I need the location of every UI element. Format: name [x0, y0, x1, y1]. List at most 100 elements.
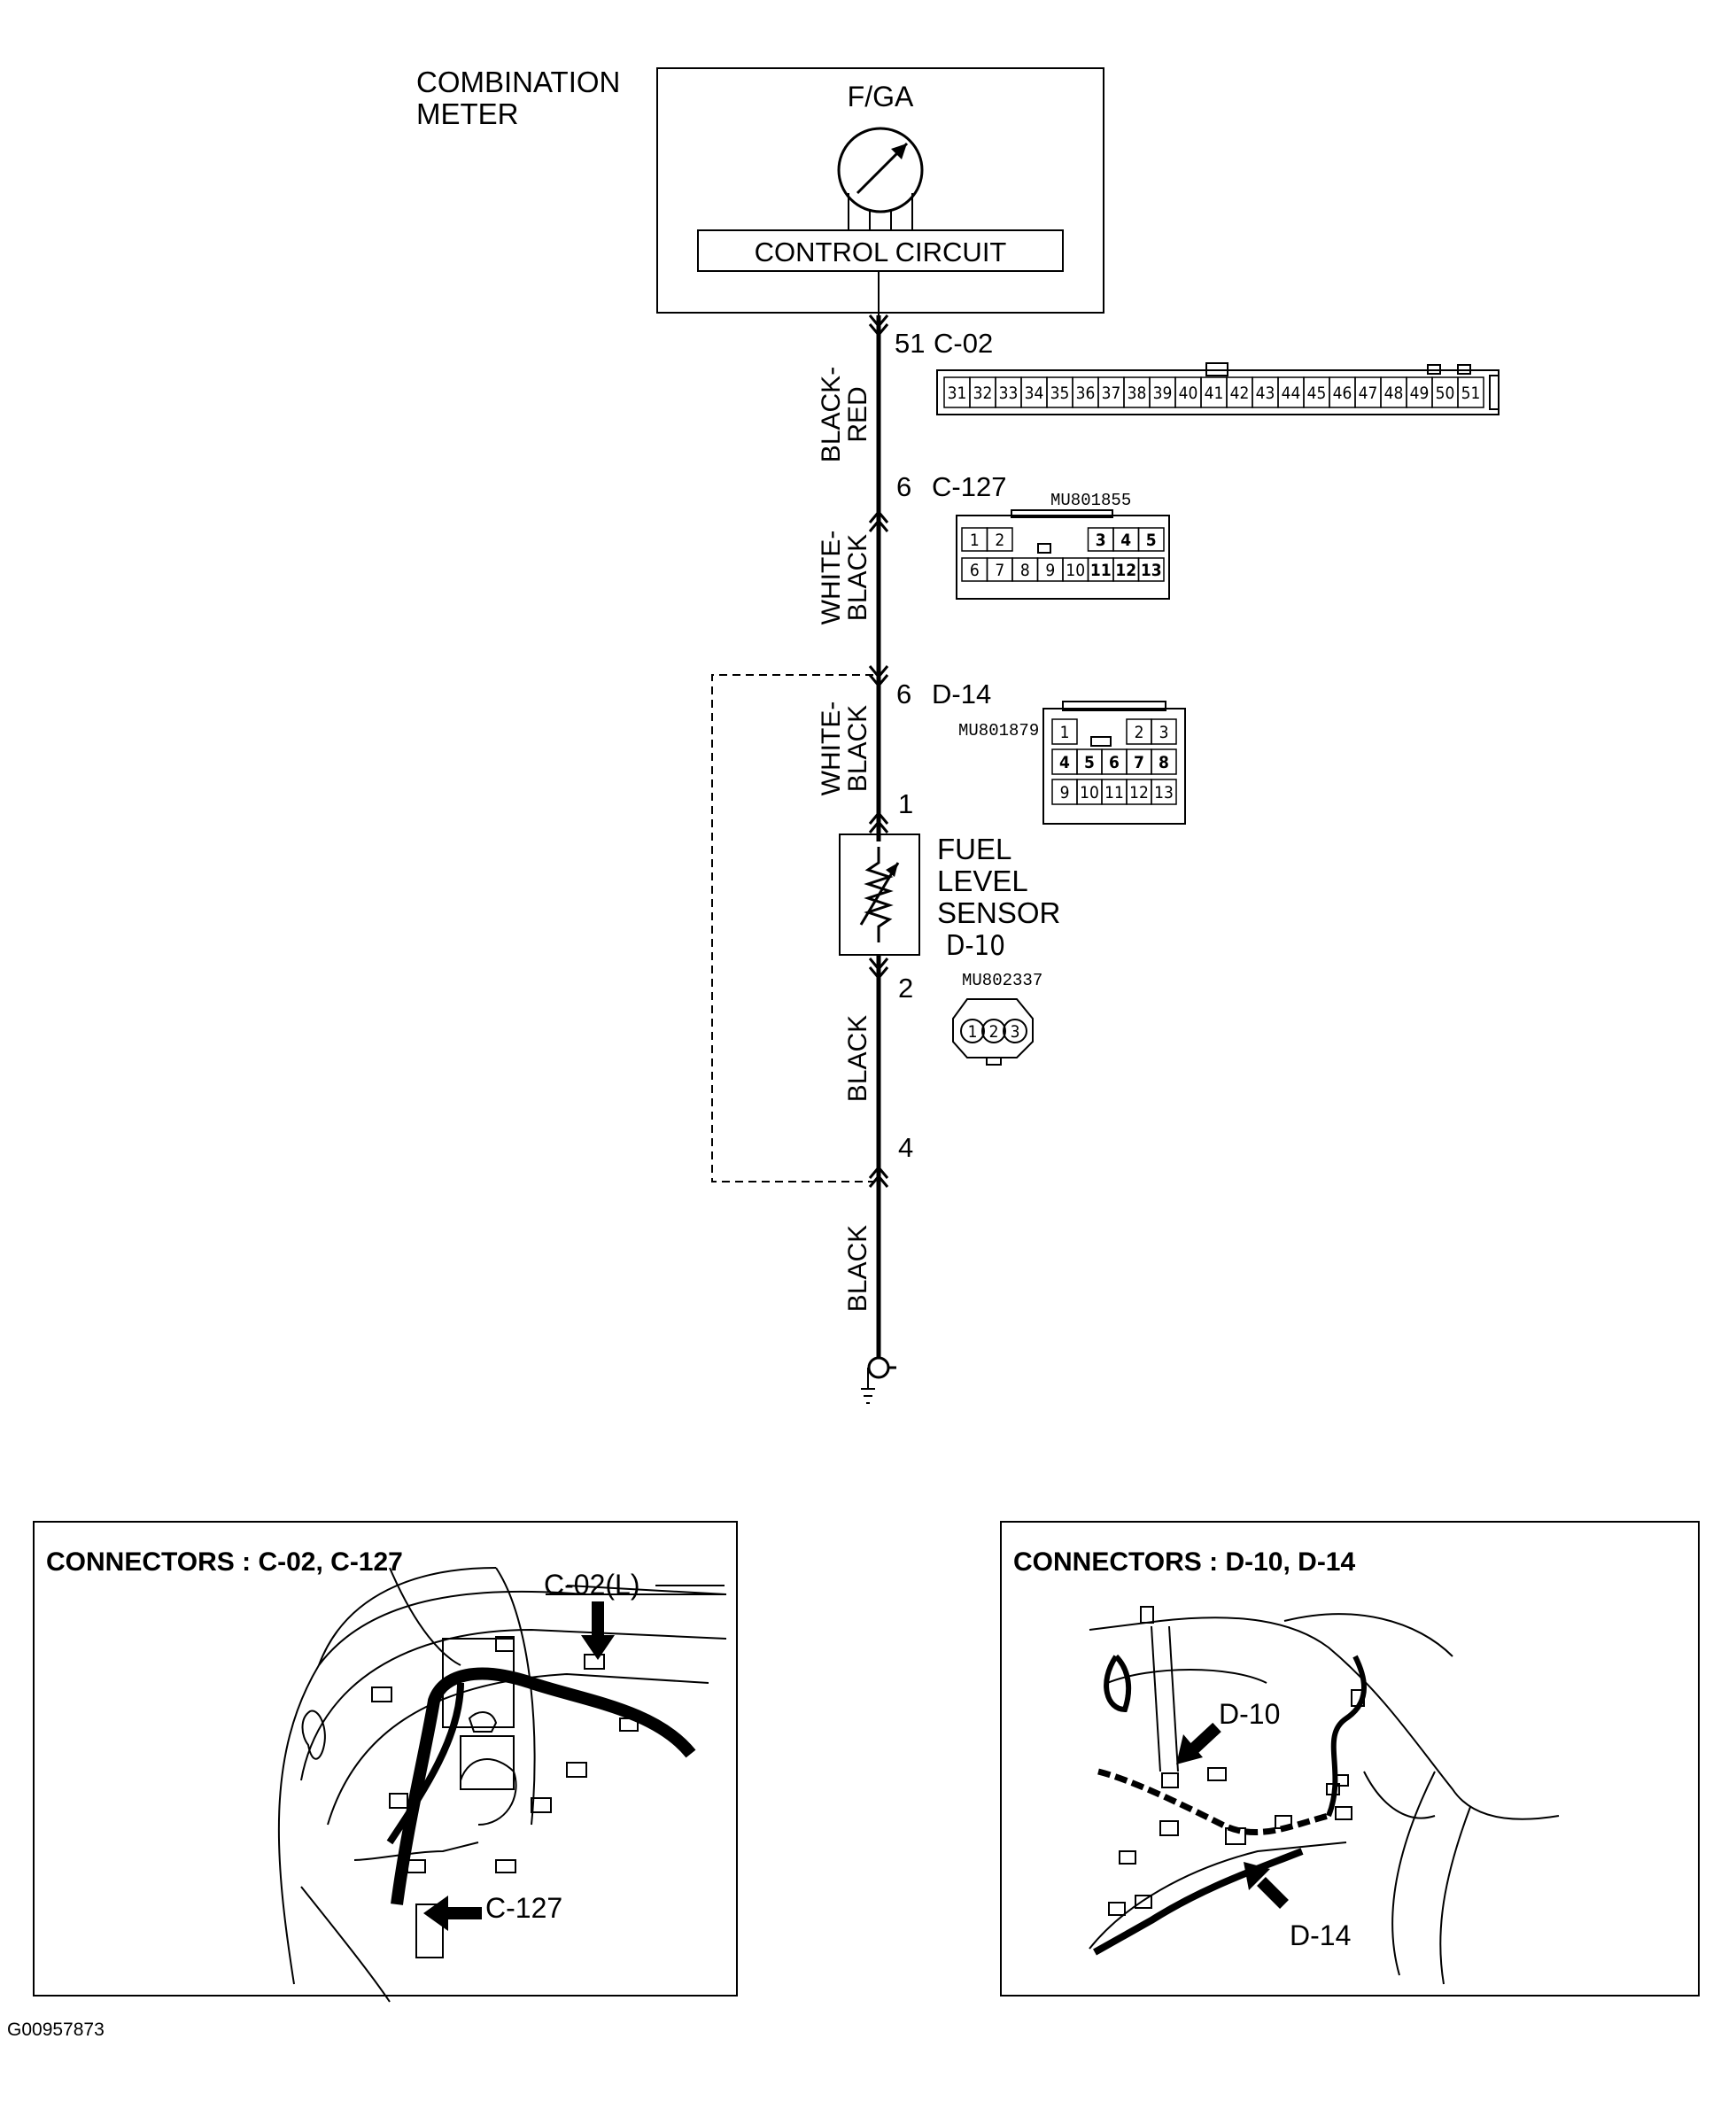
sensor-label-line2: LEVEL [937, 865, 1028, 897]
d14-pin-number: 6 [896, 678, 911, 709]
arrow-c127-icon [423, 1896, 482, 1931]
c02-pin-37: 37 [1102, 384, 1121, 403]
ground-splice-pin: 4 [898, 1132, 913, 1163]
wire-color-white-black-b1: WHITE- [817, 702, 846, 796]
fuel-level-sensor: FUEL LEVEL SENSOR D-10 MU802337 [839, 833, 1060, 990]
c127-pin-12: 12 [1115, 561, 1136, 580]
wire-color-white-black-a2: BLACK [843, 534, 872, 621]
c02-pin-39: 39 [1153, 384, 1173, 403]
c127-pin-13-cavity [1137, 557, 1165, 582]
d10-part-number: MU802337 [962, 971, 1042, 990]
c127-pin-2-cavity [986, 527, 1013, 552]
c02-pin-48: 48 [1384, 384, 1404, 403]
c02-pin-35: 35 [1050, 384, 1070, 403]
control-circuit-box [697, 229, 1064, 272]
c02-pin-47: 47 [1359, 384, 1378, 403]
pin-labels: 51 C-02 6 C-127 6 D-14 1 2 4 [895, 328, 1006, 1163]
c127-pin-8: 8 [1020, 561, 1030, 580]
c02-pin-51: 51 [1461, 384, 1481, 403]
figure-id: G00957873 [7, 2020, 105, 2040]
connector-chevrons [868, 314, 889, 1188]
wire-color-black-2: BLACK [843, 1225, 872, 1312]
c127-pin-5-cavity [1137, 527, 1165, 552]
shield-dashed-line [711, 674, 873, 1182]
c02-pin-32: 32 [973, 384, 993, 403]
c02-pin-number: 51 [895, 328, 925, 359]
c02-pin-36: 36 [1076, 384, 1096, 403]
d10-pin-3: 3 [1011, 1022, 1020, 1042]
harness-bundle [386, 1667, 696, 1905]
d10-pin-1: 1 [968, 1022, 978, 1042]
c127-pin-10: 10 [1066, 561, 1085, 580]
arrow-d10-icon [1176, 1722, 1221, 1764]
d14-pin-5: 5 [1084, 753, 1095, 772]
c127-pin-11: 11 [1090, 561, 1112, 580]
d14-pin-2: 2 [1135, 723, 1144, 742]
c127-pin-1: 1 [970, 531, 980, 550]
c02-pin-44: 44 [1282, 384, 1301, 403]
c02-pin-50: 50 [1436, 384, 1455, 403]
label-d10: D-10 [1219, 1698, 1280, 1730]
d14-pin-11: 11 [1104, 783, 1124, 803]
c02-pin-33: 33 [999, 384, 1019, 403]
d14-pin-6: 6 [1109, 753, 1120, 772]
combination-meter: COMBINATION METER F/GA CONTROL CIRCUIT [416, 66, 1104, 314]
connector-location-panel-left: CONNECTORS : C-02, C-127 [33, 1521, 738, 2003]
d14-pin-8: 8 [1159, 753, 1169, 772]
connector-d10-face: 1 2 3 [952, 998, 1034, 1066]
c02-pin-40: 40 [1179, 384, 1198, 403]
sensor-label-line1: FUEL [937, 833, 1011, 865]
c02-pin-38: 38 [1128, 384, 1147, 403]
body-harness-bundle [1093, 1654, 1367, 1956]
c02-pin-51-cavity [1457, 376, 1484, 408]
c127-pin-9: 9 [1045, 561, 1055, 580]
d14-pin-4: 4 [1059, 753, 1070, 772]
connector-location-panel-right: CONNECTORS : D-10, D-14 [1000, 1521, 1700, 1997]
c02-pin-34: 34 [1025, 384, 1044, 403]
c127-pin-7: 7 [995, 561, 1004, 580]
c127-pin-4: 4 [1120, 531, 1131, 550]
c02-name: C-02 [934, 328, 993, 359]
body-harness-illustration [1089, 1606, 1560, 1985]
wire-color-white-black-a1: WHITE- [817, 531, 846, 625]
c02-pin-43: 43 [1256, 384, 1275, 403]
wire-color-white-black-b2: BLACK [843, 705, 872, 792]
d10-name: D-10 [946, 930, 1005, 962]
control-circuit-label: CONTROL CIRCUIT [755, 236, 1007, 268]
c127-pin-3: 3 [1096, 531, 1106, 550]
d14-name: D-14 [932, 678, 991, 709]
c127-pin-number: 6 [896, 471, 911, 502]
d14-part-number: MU801879 [958, 721, 1039, 740]
d14-pin-13: 13 [1154, 783, 1174, 803]
d14-pin-3: 3 [1159, 723, 1169, 742]
label-d14: D-14 [1290, 1919, 1351, 1951]
d14-pin-8-cavity [1151, 748, 1177, 775]
label-c02-l: C-02(L) [544, 1569, 639, 1601]
wire-color-black-1: BLACK [843, 1015, 872, 1102]
c02-pin-42: 42 [1230, 384, 1250, 403]
d10-pin-bottom: 2 [898, 973, 913, 1004]
c127-name: C-127 [932, 471, 1006, 502]
d14-pin-7: 7 [1134, 753, 1144, 772]
dashboard-harness-illustration [277, 1567, 727, 2003]
label-c127: C-127 [485, 1892, 562, 1924]
fuel-gauge-label: F/GA [848, 81, 914, 112]
c127-pin-5: 5 [1146, 531, 1157, 550]
d14-pin-10: 10 [1080, 783, 1099, 803]
d14-pin-9: 9 [1060, 783, 1070, 803]
d14-pin-3-cavity [1151, 718, 1177, 745]
wire-color-labels: BLACK- RED WHITE- BLACK WHITE- BLACK BLA… [817, 367, 872, 1312]
fuel-gauge-icon [837, 127, 924, 230]
arrow-c02-l-icon [581, 1601, 615, 1660]
d10-pin-top: 1 [898, 788, 913, 819]
c02-pin-49: 49 [1410, 384, 1430, 403]
d14-pin-1-cavity [1051, 718, 1078, 745]
c127-pin-2: 2 [995, 531, 1004, 550]
arrow-d14-icon [1244, 1862, 1289, 1909]
meter-title-line1: COMBINATION [416, 66, 620, 98]
d10-pin-2: 2 [989, 1022, 999, 1042]
panel-right-title: CONNECTORS : D-10, D-14 [1013, 1547, 1355, 1577]
